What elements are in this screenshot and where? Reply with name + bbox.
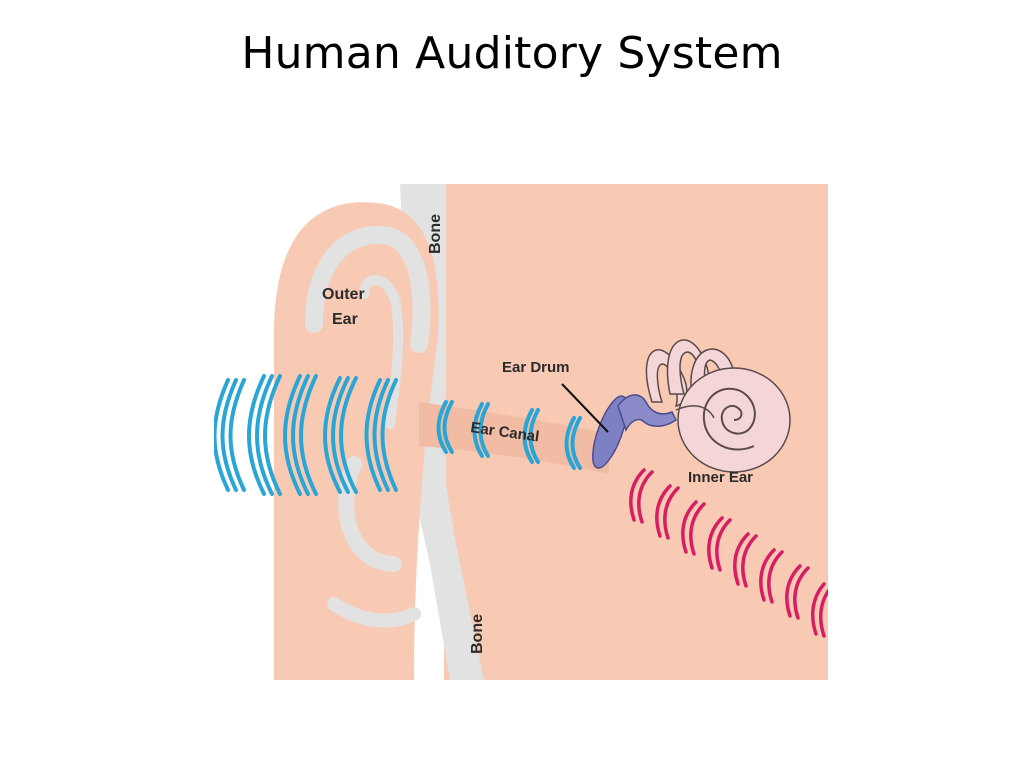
diagram-canvas: Outer Ear Bone Bone Ear Drum Ear Canal I… <box>214 184 828 680</box>
pink-wave-4 <box>707 516 732 572</box>
pink-wave-2 <box>655 484 680 540</box>
sound-wave-8 <box>522 408 540 464</box>
outgoing-sound-waves <box>629 468 828 638</box>
incoming-sound-waves <box>214 374 582 496</box>
outer-ear-fold <box>359 275 404 429</box>
ear-drum-pointer <box>561 383 609 433</box>
ear-drum <box>592 395 628 469</box>
cochlea <box>675 367 791 473</box>
pink-wave-5 <box>733 532 758 588</box>
pink-wave-1 <box>629 468 654 524</box>
bone-label-bottom: Bone <box>469 614 486 654</box>
sound-wave-5 <box>364 378 398 492</box>
pink-wave-7 <box>785 564 810 620</box>
sound-wave-3 <box>283 374 318 496</box>
outer-ear-label-line2: Ear <box>332 311 358 328</box>
sound-wave-7 <box>472 402 490 458</box>
sound-wave-9 <box>564 416 582 470</box>
outer-ear-rim <box>305 225 431 353</box>
bone-label-top: Bone <box>427 214 444 254</box>
slide-title: Human Auditory System <box>241 28 783 79</box>
auditory-system-diagram: Outer Ear Bone Bone Ear Drum Ear Canal I… <box>214 184 828 680</box>
sound-wave-1 <box>214 378 246 492</box>
inner-ear-label: Inner Ear <box>688 469 753 486</box>
sound-wave-4 <box>323 376 358 494</box>
pink-wave-3 <box>681 500 706 556</box>
ear-drum-label: Ear Drum <box>502 359 570 376</box>
ossicles <box>617 394 677 432</box>
outer-ear-label-line1: Outer <box>322 286 365 303</box>
outer-ear-lobe <box>327 597 421 628</box>
pink-wave-6 <box>759 548 784 604</box>
pink-wave-8 <box>810 582 828 638</box>
sound-wave-6 <box>436 400 454 454</box>
ear-canal <box>419 402 609 474</box>
sound-wave-2 <box>247 374 282 496</box>
